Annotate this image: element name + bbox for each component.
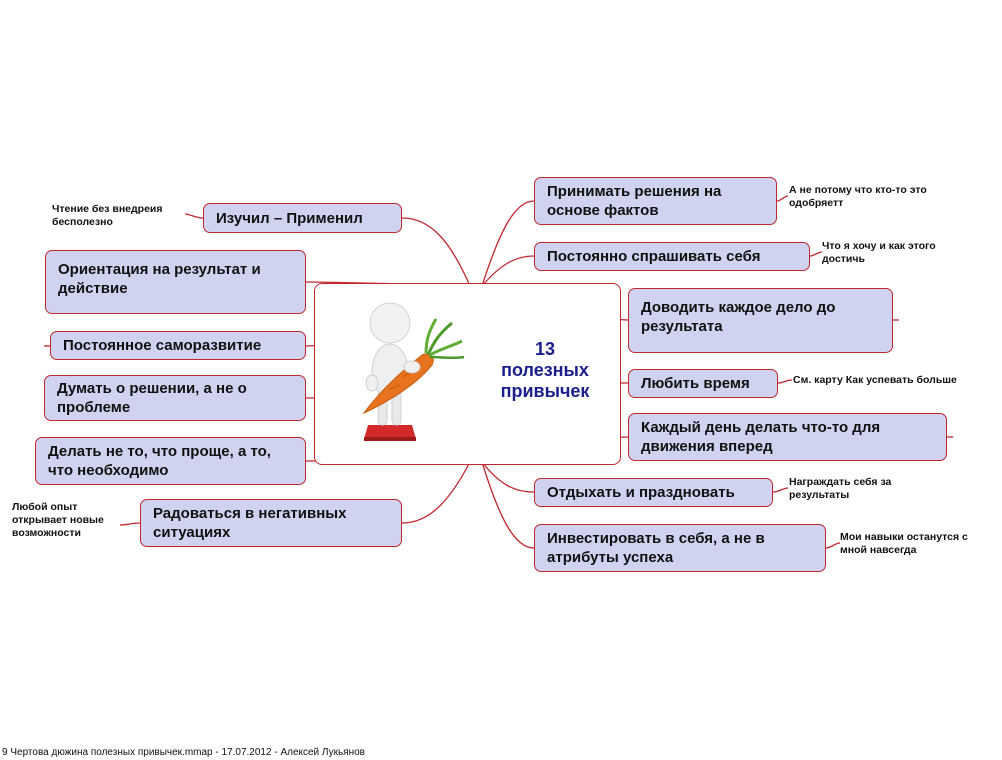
topic-label: Каждый день делать что-то для движения в…: [641, 419, 881, 455]
topic-learned-applied[interactable]: Изучил – Применил: [203, 203, 402, 233]
topic-label: Радоваться в негативных ситуациях: [153, 505, 347, 541]
link-right-6: [481, 461, 535, 493]
topic-label: Отдыхать и праздновать: [547, 484, 735, 501]
topic-label: Любить время: [641, 375, 750, 392]
central-topic-title: 13 полезных привычек: [500, 339, 590, 401]
person-with-carrot-illustration: [362, 302, 465, 441]
topic-label: Принимать решения на основе фактов: [547, 183, 722, 219]
topic-invest-yourself[interactable]: Инвестировать в себя, а не в атрибуты ус…: [534, 524, 826, 572]
link-note-3: [776, 195, 789, 202]
topic-label: Делать не то, что проще, а то, что необх…: [48, 443, 271, 479]
topic-rest-celebrate[interactable]: Отдыхать и праздновать: [534, 478, 773, 507]
topic-daily-progress[interactable]: Каждый день делать что-то для движения в…: [628, 413, 947, 461]
topic-ask-yourself[interactable]: Постоянно спрашивать себя: [534, 242, 810, 271]
topic-label: Постоянно спрашивать себя: [547, 248, 761, 265]
note-see-map: См. карту Как успевать больше: [793, 374, 957, 386]
link-note-4: [809, 251, 823, 257]
topic-do-necessary[interactable]: Делать не то, что проще, а то, что необх…: [35, 437, 306, 485]
topic-finish-tasks[interactable]: Доводить каждое дело до результата: [628, 288, 893, 353]
topic-label: Постоянное саморазвитие: [63, 337, 262, 354]
note-any-experience: Любой опыт открывает новые возможности: [12, 501, 104, 539]
note-my-skills: Мои навыки останутся с мной навсегда: [840, 531, 968, 556]
link-right-1: [481, 200, 535, 287]
topic-label: Доводить каждое дело до результата: [641, 299, 836, 335]
topic-rejoice-negative[interactable]: Радоваться в негативных ситуациях: [140, 499, 402, 547]
link-left-6: [401, 461, 471, 524]
note-what-i-want: Что я хочу и как этого достичь: [822, 240, 936, 265]
topic-label: Изучил – Применил: [216, 209, 363, 227]
link-note-6: [772, 487, 789, 493]
note-reward-self: Награждать себя за результаты: [789, 476, 892, 501]
topic-result-orientation[interactable]: Ориентация на результат и действие: [45, 250, 306, 314]
link-note-7: [825, 542, 841, 549]
central-topic[interactable]: [314, 283, 621, 465]
topic-label: Ориентация на результат и действие: [58, 261, 261, 297]
link-right-2: [481, 255, 535, 287]
topic-decisions-facts[interactable]: Принимать решения на основе фактов: [534, 177, 777, 225]
document-footer: 9 Чертова дюжина полезных привычек.mmap …: [2, 747, 365, 758]
topic-label: Инвестировать в себя, а не в атрибуты ус…: [547, 530, 765, 566]
note-reading-useless: Чтение без внедреия бесполезно: [52, 203, 163, 228]
topic-love-time[interactable]: Любить время: [628, 369, 778, 398]
topic-label: Думать о решении, а не о проблеме: [57, 380, 247, 416]
link-note-5: [777, 379, 793, 384]
link-note-1: [184, 213, 204, 219]
link-right-7: [481, 461, 535, 549]
link-left-1: [401, 217, 471, 287]
link-note-2: [119, 522, 141, 526]
topic-think-solution[interactable]: Думать о решении, а не о проблеме: [44, 375, 306, 421]
note-not-for-approval: А не потому что кто-то это одобряетт: [789, 184, 927, 209]
topic-self-development[interactable]: Постоянное саморазвитие: [50, 331, 306, 360]
